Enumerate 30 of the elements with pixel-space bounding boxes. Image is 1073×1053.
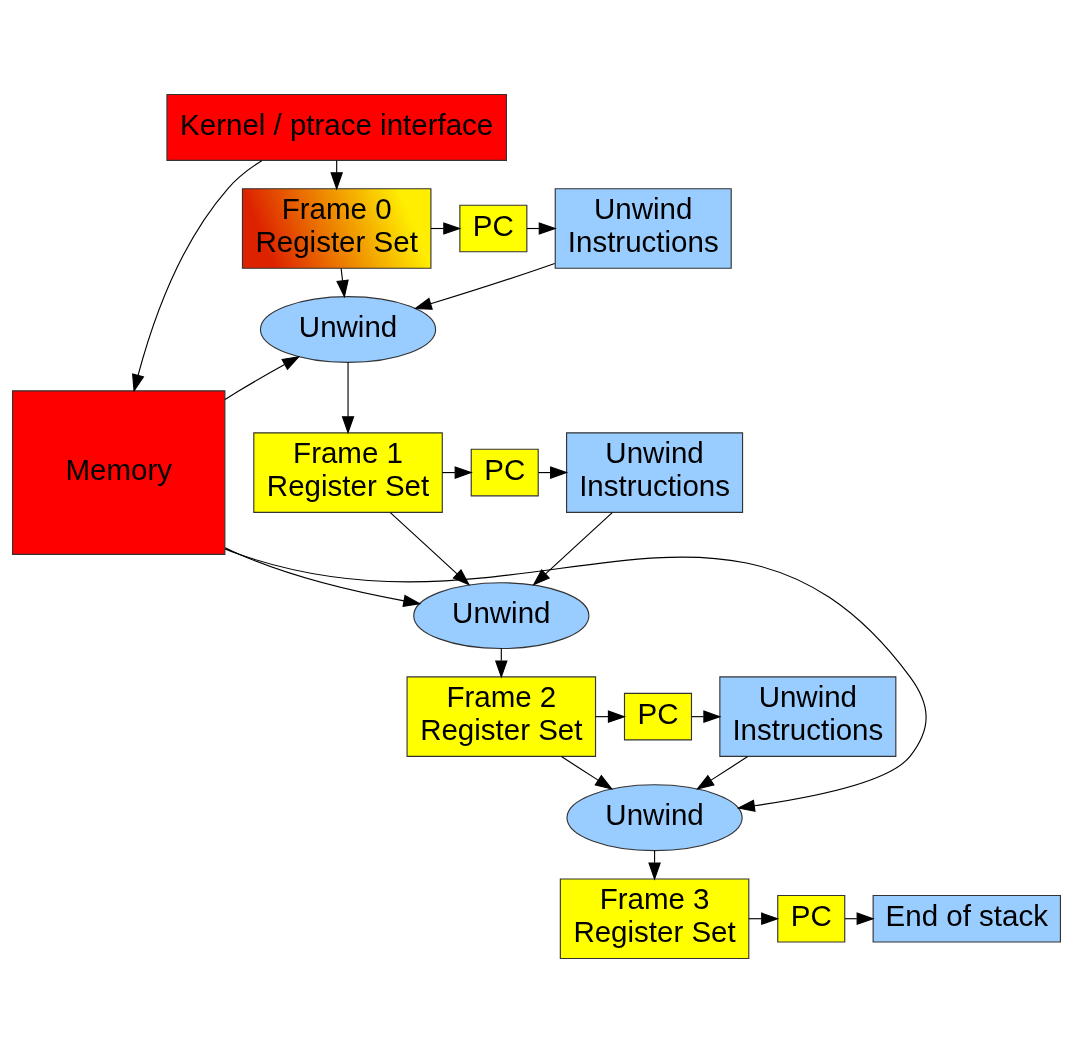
node-box: Unwind Instructions (566, 432, 744, 513)
arrow (413, 262, 556, 310)
node-box: PC (777, 894, 846, 943)
node-box: Unwind Instructions (719, 676, 897, 757)
arrow (132, 160, 263, 393)
arrow (224, 355, 301, 401)
arrow (441, 466, 473, 479)
node-box: PC (459, 204, 528, 253)
arrow (560, 755, 614, 790)
node-box: End of stack (872, 894, 1061, 943)
node-ellipse: Unwind (413, 582, 590, 650)
arrow (532, 511, 613, 586)
arrow (389, 511, 471, 586)
arrow (341, 362, 355, 435)
arrow (336, 268, 349, 299)
node-box: PC (623, 692, 693, 741)
arrow (224, 547, 422, 608)
node-box: Memory (12, 390, 226, 555)
node-box: Frame 0 Register Set (241, 188, 432, 269)
arrow (224, 548, 927, 813)
arrow (526, 222, 557, 235)
node-box: PC (470, 448, 539, 497)
node-ellipse: Unwind (566, 784, 743, 852)
arrow (696, 755, 749, 790)
arrow (537, 466, 569, 479)
node-box: Unwind Instructions (554, 188, 732, 269)
node-box: Frame 2 Register Set (406, 676, 597, 757)
node-box: Frame 3 Register Set (559, 878, 750, 960)
node-box: Kernel / ptrace interface (166, 93, 507, 161)
node-box: Frame 1 Register Set (253, 432, 443, 513)
